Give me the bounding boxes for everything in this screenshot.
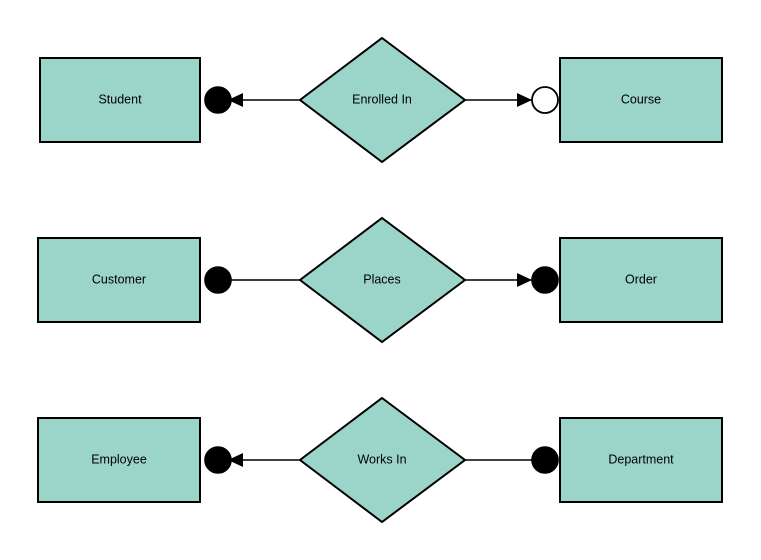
- entity-box-course[interactable]: [559, 57, 723, 143]
- relationship-diamond-places[interactable]: [298, 216, 467, 344]
- cardinality-dot-customer[interactable]: [204, 266, 232, 294]
- arrowhead-left-employee-icon: [228, 453, 243, 467]
- cardinality-dot-student[interactable]: [204, 86, 232, 114]
- arrowhead-right-course-icon: [517, 93, 532, 107]
- entity-box-student[interactable]: [39, 57, 201, 143]
- relationship-label-works-in: Works In: [357, 452, 406, 466]
- entity-box-order[interactable]: [559, 237, 723, 323]
- entity-box-customer[interactable]: [37, 237, 201, 323]
- er-row-places: Customer Places Order: [37, 216, 723, 344]
- entity-label-employee: Employee: [91, 452, 147, 466]
- arrowhead-right-order-icon: [517, 273, 532, 287]
- cardinality-dot-order[interactable]: [531, 266, 559, 294]
- entity-label-course: Course: [621, 92, 661, 106]
- entity-label-department: Department: [608, 452, 674, 466]
- entity-box-employee[interactable]: [37, 417, 201, 503]
- relationship-diamond-works-in[interactable]: [298, 396, 467, 524]
- arrowhead-left-student-icon: [228, 93, 243, 107]
- relationship-label-places: Places: [363, 272, 401, 286]
- er-row-enrolled-in: Student Enrolled In Course: [39, 36, 723, 164]
- cardinality-dot-course[interactable]: [531, 86, 559, 114]
- entity-label-customer: Customer: [92, 272, 146, 286]
- relationship-label-enrolled-in: Enrolled In: [352, 92, 412, 106]
- cardinality-dot-department[interactable]: [531, 446, 559, 474]
- entity-box-department[interactable]: [559, 417, 723, 503]
- er-row-works-in: Employee Works In Department: [37, 396, 723, 524]
- cardinality-dot-employee[interactable]: [204, 446, 232, 474]
- entity-label-order: Order: [625, 272, 657, 286]
- relationship-diamond-enrolled-in[interactable]: [298, 36, 467, 164]
- entity-label-student: Student: [98, 92, 142, 106]
